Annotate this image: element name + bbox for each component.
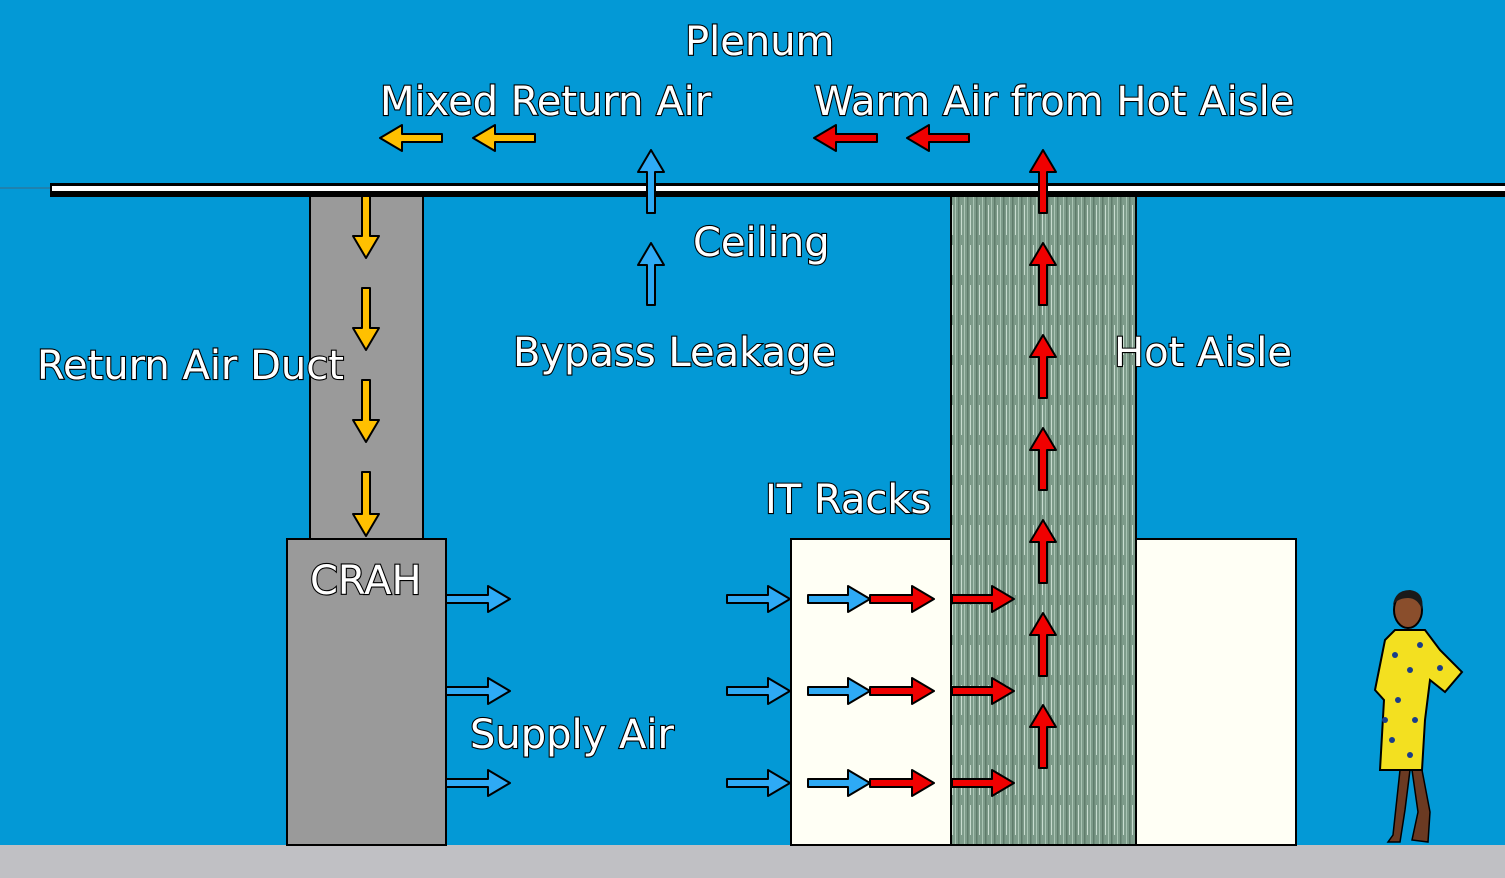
mixed-return-air-label: Mixed Return Air <box>380 79 712 125</box>
warm-air-arrow-icon <box>906 124 970 152</box>
rack-intake-arrow-icon <box>726 677 791 705</box>
floor <box>0 845 1505 878</box>
hot-aisle-up-arrow-icon <box>1029 519 1057 584</box>
hot-aisle-up-arrow-icon <box>1029 704 1057 769</box>
supply-air-arrow-icon <box>445 585 511 613</box>
rack-cool-arrow-icon <box>807 769 871 797</box>
ceiling-line <box>50 183 1505 197</box>
rack-heated-arrow-icon <box>869 677 935 705</box>
warm-air-arrow-icon <box>813 124 878 152</box>
airflow-arrows <box>352 124 1057 797</box>
warm-air-label: Warm Air from Hot Aisle <box>814 79 1294 125</box>
rack-heated-arrow-icon <box>869 769 935 797</box>
plenum-label: Plenum <box>685 19 835 65</box>
mixed-return-arrow-icon <box>472 124 536 152</box>
hot-aisle-up-arrow-icon <box>1029 149 1057 214</box>
person-figure <box>1373 590 1464 843</box>
hot-aisle-label: Hot Aisle <box>1114 330 1292 376</box>
it-racks-label: IT Racks <box>765 477 931 523</box>
hot-aisle-up-arrow-icon <box>1029 427 1057 491</box>
bypass-leakage-label: Bypass Leakage <box>513 330 836 376</box>
bypass-arrow-icon <box>637 242 665 306</box>
return-duct-arrow-icon <box>352 287 380 351</box>
bypass-arrow-icon <box>637 149 665 214</box>
rack-exhaust-arrow-icon <box>951 769 1015 797</box>
rack-cool-arrow-icon <box>807 677 871 705</box>
supply-air-arrow-icon <box>445 769 511 797</box>
rack-exhaust-arrow-icon <box>951 585 1015 613</box>
hot-aisle-up-arrow-icon <box>1029 242 1057 306</box>
hot-aisle-up-arrow-icon <box>1029 612 1057 677</box>
it-rack-right <box>1135 538 1297 846</box>
return-duct-arrow-icon <box>352 195 380 259</box>
rack-cool-arrow-icon <box>807 585 871 613</box>
supply-air-label: Supply Air <box>470 712 675 758</box>
rack-exhaust-arrow-icon <box>951 677 1015 705</box>
supply-air-arrow-icon <box>445 677 511 705</box>
return-air-duct-label: Return Air Duct <box>37 343 344 389</box>
return-duct-arrow-icon <box>352 379 380 443</box>
hot-aisle-up-arrow-icon <box>1029 334 1057 399</box>
rack-intake-arrow-icon <box>726 585 791 613</box>
rack-intake-arrow-icon <box>726 769 791 797</box>
return-duct-arrow-icon <box>352 471 380 537</box>
crah-label: CRAH <box>310 558 422 604</box>
rack-heated-arrow-icon <box>869 585 935 613</box>
ceiling-label: Ceiling <box>693 220 830 266</box>
mixed-return-arrow-icon <box>379 124 443 152</box>
